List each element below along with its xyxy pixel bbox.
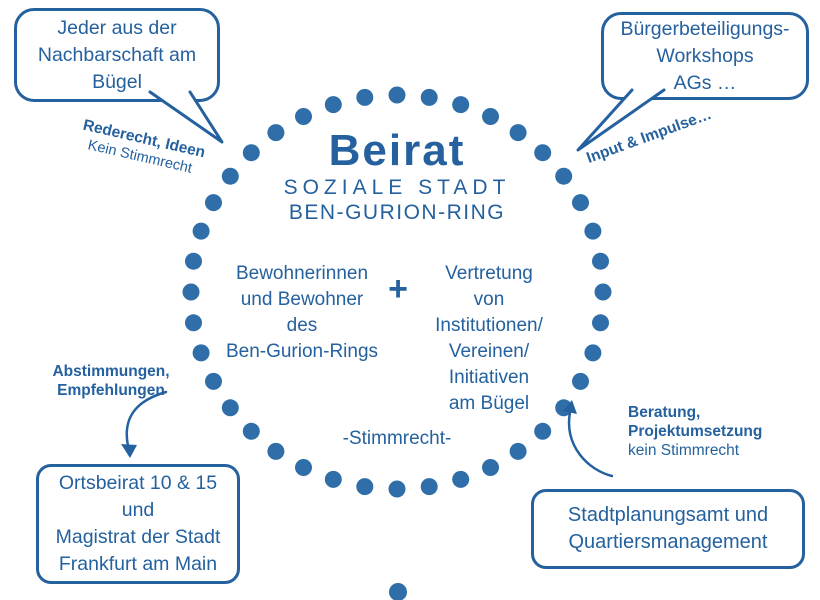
bubble-top-right-line: Bürgerbeteiligungs- bbox=[620, 17, 790, 40]
annotation-beratung-regular: kein Stimmrecht bbox=[628, 442, 740, 459]
ring-dot bbox=[420, 478, 438, 496]
bubble-top-right-line: AGs … bbox=[673, 71, 737, 94]
ring-dot bbox=[324, 96, 342, 114]
members-left-line: Ben-Gurion-Rings bbox=[225, 341, 379, 362]
ring-dot bbox=[509, 442, 527, 460]
annotation-beratung-line: Beratung, bbox=[628, 404, 701, 421]
ring-dot bbox=[324, 470, 342, 488]
ring-dot bbox=[482, 459, 499, 476]
members-left-column: Bewohnerinnen und Bewohner des Ben-Gurio… bbox=[218, 261, 386, 365]
ring-dot bbox=[482, 108, 499, 125]
ring-dot bbox=[356, 88, 374, 106]
annotation-abstimmungen-line: Empfehlungen bbox=[57, 382, 165, 399]
ring-dot bbox=[555, 167, 573, 185]
circle-title: Beirat bbox=[328, 126, 466, 175]
box-stadtplanungsamt-quartiersmanagement: Stadtplanungsamt und Quartiersmanagement bbox=[531, 489, 805, 569]
ring-dot bbox=[205, 372, 222, 390]
ring-dot bbox=[185, 252, 202, 270]
box-bottom-left-line: Magistrat der Stadt bbox=[55, 526, 221, 548]
ring-dot bbox=[534, 422, 552, 440]
plus-sign: + bbox=[388, 270, 408, 308]
ring-dot bbox=[388, 86, 406, 104]
annotation-beratung-line: Projektumsetzung bbox=[628, 423, 763, 440]
circle-subtitle-ben-gurion-ring: BEN-GURION-RING bbox=[288, 201, 506, 224]
members-right-line: Institutionen/ bbox=[435, 315, 543, 336]
ring-dot bbox=[356, 478, 374, 496]
box-bottom-left-line: Frankfurt am Main bbox=[58, 553, 218, 575]
annotation-abstimmungen: Abstimmungen, Empfehlungen bbox=[42, 362, 180, 400]
box-bottom-left-line: Ortsbeirat 10 & 15 bbox=[58, 472, 218, 494]
members-left-line: Bewohnerinnen bbox=[235, 263, 369, 284]
ring-dot bbox=[584, 222, 602, 240]
ring-dot bbox=[295, 459, 312, 476]
members-right-line: Initiativen bbox=[448, 367, 530, 388]
bubble-top-left-line: Nachbarschaft am bbox=[37, 43, 197, 66]
ring-dot bbox=[452, 96, 470, 114]
speech-bubble-top-right: Bürgerbeteiligungs- Workshops AGs … bbox=[601, 12, 809, 100]
members-right-line: am Bügel bbox=[448, 393, 530, 414]
arrowhead-to-ortsbeirat bbox=[121, 444, 137, 458]
ring-dot bbox=[221, 399, 239, 417]
annotation-abstimmungen-line: Abstimmungen, bbox=[52, 363, 170, 380]
ring-dot bbox=[584, 344, 602, 362]
arrow-to-ortsbeirat bbox=[125, 390, 168, 448]
ring-dot bbox=[242, 422, 260, 440]
ring-dot bbox=[420, 88, 438, 106]
ring-dot bbox=[182, 283, 200, 301]
box-bottom-left-line: und bbox=[121, 499, 155, 521]
ring-dot bbox=[572, 194, 589, 212]
box-bottom-right-line: Stadtplanungsamt und bbox=[567, 504, 769, 526]
ring-dot bbox=[388, 480, 406, 498]
bubble-top-right-line: Workshops bbox=[656, 44, 754, 67]
box-ortsbeirat-magistrat: Ortsbeirat 10 & 15 und Magistrat der Sta… bbox=[36, 464, 240, 584]
bubble-top-left-line: Bügel bbox=[92, 70, 142, 93]
bubble-top-left-line: Jeder aus der bbox=[57, 16, 177, 39]
ring-dot bbox=[572, 372, 589, 390]
ring-dot bbox=[452, 470, 470, 488]
ring-dot bbox=[267, 442, 285, 460]
ring-dot bbox=[221, 167, 239, 185]
bottom-page-dot bbox=[389, 583, 407, 600]
ring-dot bbox=[295, 108, 312, 125]
members-left-line: und Bewohner bbox=[240, 289, 364, 310]
members-left-line: des bbox=[286, 315, 318, 336]
ring-dot bbox=[592, 314, 609, 332]
speech-bubble-top-left: Jeder aus der Nachbarschaft am Bügel bbox=[14, 8, 220, 102]
annotation-rederecht: Rederecht, Ideen Kein Stimmrecht bbox=[69, 114, 214, 183]
ring-dot bbox=[192, 222, 210, 240]
members-right-line: von bbox=[473, 289, 505, 310]
stimmrecht-note: -Stimmrecht- bbox=[342, 428, 452, 449]
members-right-line: Vertretung bbox=[445, 263, 533, 284]
annotation-beratung: Beratung, Projektumsetzung kein Stimmrec… bbox=[628, 403, 808, 460]
annotation-input-impulse: Input & Impulse… bbox=[584, 105, 714, 167]
ring-dot bbox=[185, 314, 202, 332]
ring-dot bbox=[192, 344, 210, 362]
box-bottom-right-line: Quartiersmanagement bbox=[568, 531, 768, 553]
ring-dot bbox=[592, 252, 609, 270]
arrow-from-stadtplanungsamt bbox=[567, 410, 614, 478]
circle-subtitle-soziale-stadt: SOZIALE STADT bbox=[283, 176, 511, 199]
ring-dot bbox=[594, 283, 612, 301]
members-right-line: Vereinen/ bbox=[448, 341, 530, 362]
ring-dot bbox=[205, 194, 222, 212]
members-right-column: Vertretung von Institutionen/ Vereinen/ … bbox=[408, 261, 570, 417]
